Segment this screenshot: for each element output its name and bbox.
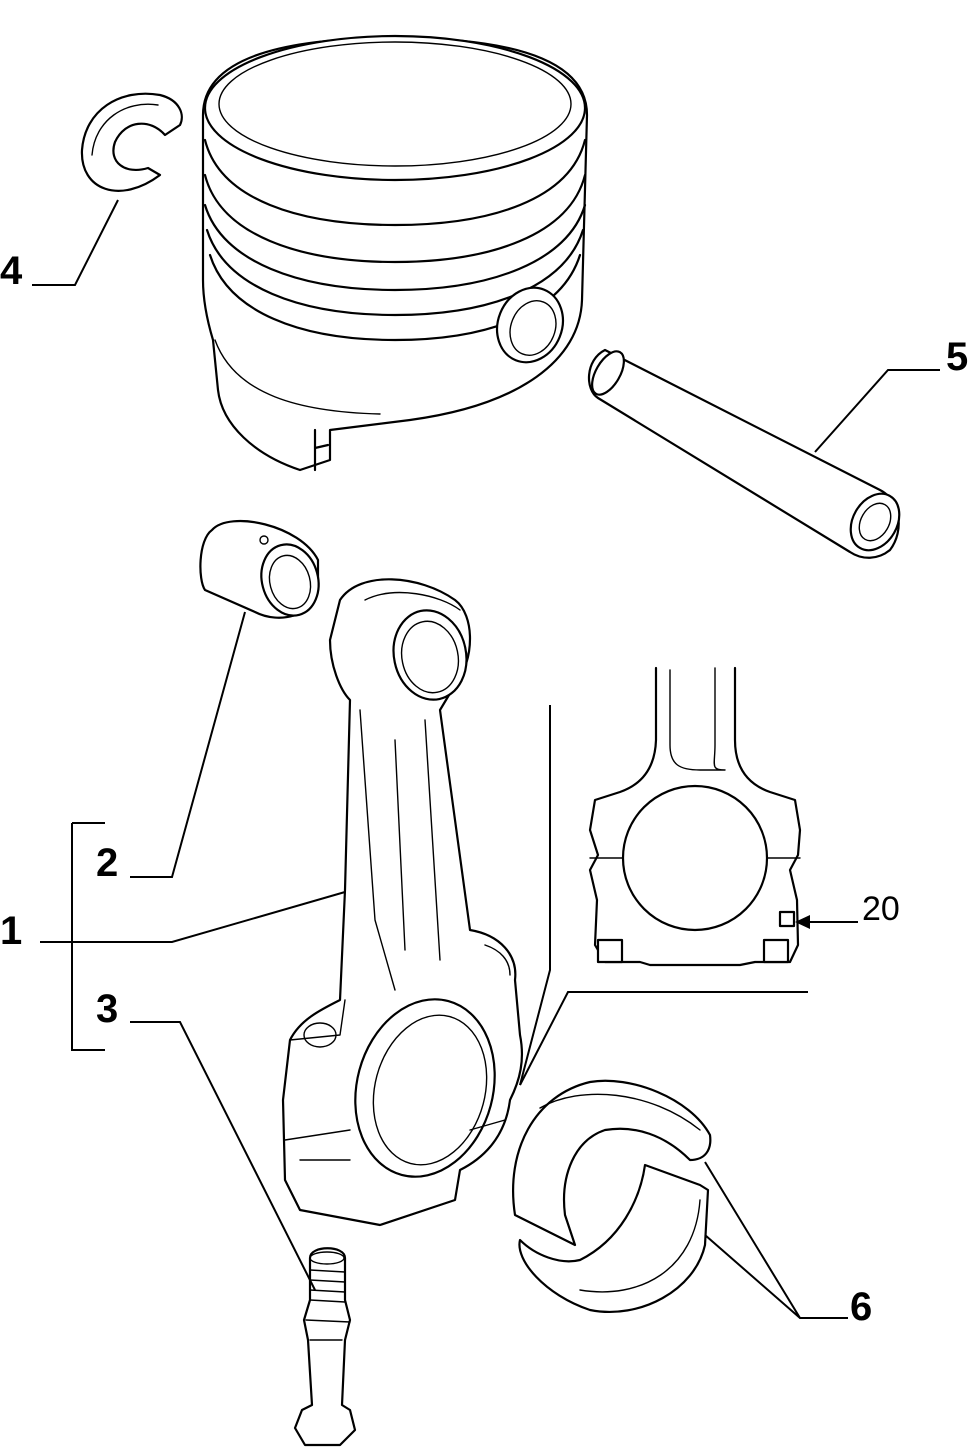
rod-bolt-icon — [293, 1247, 357, 1447]
piston-pin-icon — [587, 348, 901, 559]
connecting-rod-icon — [281, 578, 524, 1227]
callout-4: 4 — [0, 249, 23, 293]
piston-icon — [201, 34, 589, 472]
callout-20: 20 — [862, 890, 900, 928]
circlip-icon — [80, 92, 183, 192]
callout-3: 3 — [96, 987, 118, 1031]
callout-2: 2 — [96, 841, 118, 885]
big-end-detail-icon — [588, 666, 802, 967]
callout-6: 6 — [850, 1285, 872, 1329]
small-end-bushing-icon — [199, 520, 320, 619]
callout-1: 1 — [0, 909, 22, 953]
callout-5: 5 — [946, 335, 968, 379]
big-end-bearing-shells-icon — [512, 1079, 712, 1313]
leader-lines — [32, 199, 940, 1319]
